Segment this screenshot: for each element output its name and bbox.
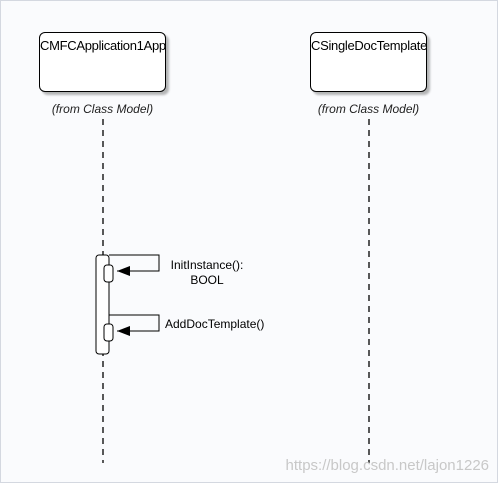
lifeline-doc-stereotype: (from Class Model): [317, 102, 420, 116]
message-adddoctemplate-arrowhead: [117, 326, 130, 336]
message-initinstance-label-line2: BOOL: [190, 273, 224, 287]
message-initinstance-arrowhead: [117, 266, 130, 276]
lifeline-app-stereotype: (from Class Model): [51, 102, 154, 116]
message-adddoctemplate-line[interactable]: [109, 314, 160, 332]
message-adddoctemplate-label[interactable]: AddDocTemplate(): [165, 317, 265, 331]
message-initinstance-line[interactable]: [109, 254, 160, 272]
message-initinstance-label-line1: InitInstance():: [170, 258, 244, 272]
lifeline-head-app[interactable]: CMFCApplication1App: [39, 32, 166, 92]
watermark-text: https://blog.csdn.net/lajon1226: [285, 457, 489, 474]
message-initinstance-label[interactable]: InitInstance(): BOOL: [165, 258, 249, 288]
activation-bar-adddoctemplate[interactable]: [103, 323, 114, 342]
activation-bar-initinstance[interactable]: [103, 264, 114, 283]
lifeline-head-doc[interactable]: CSingleDocTemplate: [310, 32, 427, 92]
